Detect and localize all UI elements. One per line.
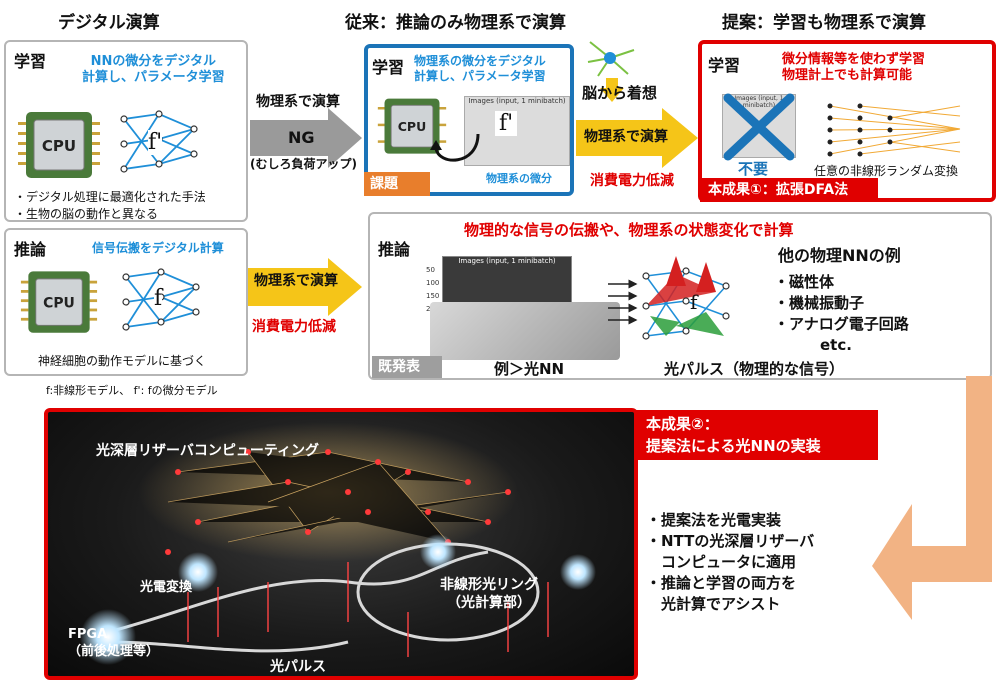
svg-text:CPU: CPU bbox=[42, 137, 76, 155]
digital-inference-desc: 信号伝搬をデジタル計算 bbox=[92, 241, 224, 255]
f-prime-symbol: f' bbox=[148, 130, 163, 155]
cpu-icon: CPU bbox=[377, 98, 447, 154]
right-bullet: 光計算でアシスト bbox=[646, 595, 781, 613]
result2-tag: 本成果②： 提案法による光NNの実装 bbox=[636, 410, 878, 460]
result2-line1: 本成果②： bbox=[646, 415, 719, 433]
f-symbol: f bbox=[690, 290, 698, 314]
digital-learning-bullet-1: ・デジタル処理に最適化された手法 bbox=[14, 190, 206, 204]
other-nn-item: etc. bbox=[820, 336, 852, 354]
header-conventional: 従来：推論のみ物理系で演算 bbox=[345, 13, 566, 33]
plot-title: Images (input, 1 minibatch) bbox=[458, 257, 556, 265]
oe-conversion-label: 光電変換 bbox=[140, 580, 193, 595]
cross-icon bbox=[723, 93, 795, 161]
digital-learning-bullet-2: ・生物の脳の動作と異なる bbox=[14, 207, 159, 221]
inference-panel: 推論 物理的な信号の伝搬や、物理系の状態変化で計算 Images (input,… bbox=[368, 212, 992, 380]
physical-derivative-label: 物理系の微分 bbox=[486, 172, 552, 185]
random-transform-icon bbox=[827, 103, 961, 157]
ng-arrow bbox=[250, 108, 362, 168]
y-tick: 150 bbox=[426, 292, 440, 300]
fpga-label-2: （前後処理等） bbox=[68, 644, 160, 659]
header-proposal: 提案：学習も物理系で演算 bbox=[722, 13, 926, 33]
right-bullet: ・提案法を光電実装 bbox=[646, 511, 782, 529]
digital-learning-box: 学習 NNの微分をデジタル 計算し、パラメータ学習 CPU f' ・デジタル処理… bbox=[4, 40, 248, 222]
inference-arrow bbox=[248, 258, 362, 316]
other-nn-title: 他の物理NNの例 bbox=[778, 246, 901, 265]
fpga-label-1: FPGA bbox=[68, 627, 108, 642]
header-digital: デジタル演算 bbox=[58, 13, 160, 33]
svg-text:CPU: CPU bbox=[43, 296, 75, 312]
neuron-icon bbox=[587, 41, 635, 77]
inference-arrow-top: 物理系で演算 bbox=[254, 273, 338, 289]
reservoir-label: 光深層リザーバコンピューティング bbox=[96, 443, 320, 459]
digital-inference-box: 推論 信号伝搬をデジタル計算 CPU f 神経細胞の動作モデルに基づく bbox=[4, 228, 248, 376]
neural-network-icon bbox=[122, 268, 200, 331]
f-symbol: f bbox=[154, 286, 163, 311]
optical-network-icon bbox=[608, 256, 730, 340]
other-nn-item: ・磁性体 bbox=[774, 273, 835, 291]
brain-arrow-bottom: 消費電力低減 bbox=[590, 173, 674, 189]
f-prime-symbol: f' bbox=[495, 111, 518, 136]
optical-pulse-label: 光パルス（物理的な信号） bbox=[664, 360, 845, 378]
other-nn-list: ・磁性体 ・機械振動子 ・アナログ電子回路 etc. bbox=[774, 272, 909, 356]
conventional-learning-box: 学習 物理系の微分をデジタル 計算し、パラメータ学習 CPU Images (i… bbox=[364, 44, 574, 196]
digital-learning-label: 学習 bbox=[14, 52, 47, 71]
digital-learning-desc-2: 計算し、パラメータ学習 bbox=[82, 70, 225, 85]
result2-line2: 提案法による光NNの実装 bbox=[646, 437, 821, 455]
brain-arrow-top: 物理系で演算 bbox=[584, 129, 668, 145]
conventional-learning-desc-2: 計算し、パラメータ学習 bbox=[414, 69, 546, 83]
ring-label: 非線形光リング （光計算部） bbox=[440, 576, 538, 612]
proposal-learning-desc: 微分情報等を使わず学習 物理計上でも計算可能 bbox=[782, 52, 925, 84]
issue-tag: 課題 bbox=[364, 172, 430, 196]
right-bullet: ・推論と学習の両方を bbox=[646, 574, 797, 592]
cpu-icon: CPU bbox=[20, 271, 98, 333]
legend-note: f:非線形モデル、 f': fの微分モデル bbox=[46, 384, 218, 397]
conventional-learning-desc-1: 物理系の微分をデジタル bbox=[414, 54, 546, 68]
conventional-learning-label: 学習 bbox=[372, 58, 405, 77]
existing-tag: 既発表 bbox=[372, 356, 442, 378]
result1-tag: 本成果①：拡張DFA法 bbox=[700, 178, 878, 202]
digital-learning-desc-1: NNの微分をデジタル bbox=[90, 54, 217, 69]
right-bullets: ・提案法を光電実装 ・NTTの光深層リザーバ コンピュータに適用 ・推論と学習の… bbox=[646, 510, 814, 615]
conventional-learning-desc: 物理系の微分をデジタル 計算し、パラメータ学習 bbox=[414, 54, 546, 84]
proposal-learning-desc-1: 微分情報等を使わず学習 bbox=[782, 52, 926, 67]
photo-panel: 光深層リザーバコンピューティング 光電変換 非線形光リング （光計算部） FPG… bbox=[44, 408, 638, 680]
brain-inspired-label: 脳から着想 bbox=[582, 84, 658, 102]
right-bullet: コンピュータに適用 bbox=[646, 553, 797, 571]
digital-inference-note: 神経細胞の動作モデルに基づく bbox=[38, 354, 207, 368]
cpu-icon: CPU bbox=[18, 112, 100, 178]
down-arrow-icon bbox=[600, 78, 624, 102]
ring-label-1: 非線形光リング bbox=[440, 577, 538, 593]
random-transform-label: 任意の非線形ランダム変換 bbox=[814, 164, 959, 178]
inference-panel-title: 物理的な信号の伝搬や、物理系の状態変化で計算 bbox=[464, 221, 794, 239]
plot-title: Images (input, 1 minibatch) bbox=[468, 97, 566, 105]
optical-device-image bbox=[430, 302, 620, 360]
digital-inference-label: 推論 bbox=[14, 240, 47, 259]
implementation-arrow bbox=[872, 376, 992, 620]
digital-learning-desc: NNの微分をデジタル 計算し、パラメータ学習 bbox=[82, 54, 225, 86]
proposal-learning-box: 学習 微分情報等を使わず学習 物理計上でも計算可能 Images (input,… bbox=[698, 40, 996, 202]
other-nn-item: ・アナログ電子回路 bbox=[774, 315, 909, 333]
ng-sub: (むしろ負荷アップ) bbox=[250, 157, 357, 171]
reservoir-illustration bbox=[80, 422, 596, 665]
inference-arrow-bottom: 消費電力低減 bbox=[252, 319, 336, 335]
proposal-learning-label: 学習 bbox=[708, 56, 741, 75]
other-nn-item: ・機械振動子 bbox=[774, 294, 865, 312]
pulse-label: 光パルス bbox=[270, 659, 326, 675]
right-bullet: ・NTTの光深層リザーバ bbox=[646, 532, 815, 550]
optical-nn-example: 例＞光NN bbox=[494, 360, 565, 378]
brain-arrow bbox=[576, 108, 698, 168]
ring-label-2: （光計算部） bbox=[447, 595, 531, 611]
inference-panel-label: 推論 bbox=[378, 240, 411, 259]
physical-system-image: Images (input, 1 minibatch) f' bbox=[464, 96, 570, 166]
y-tick: 100 bbox=[426, 279, 440, 287]
svg-text:CPU: CPU bbox=[398, 119, 427, 134]
ng-label: NG bbox=[288, 128, 315, 147]
ng-arrow-top: 物理系で演算 bbox=[256, 94, 340, 110]
feedback-arrow-icon bbox=[430, 133, 480, 162]
y-tick: 50 bbox=[426, 266, 435, 274]
proposal-learning-desc-2: 物理計上でも計算可能 bbox=[782, 68, 913, 83]
fpga-label: FPGA （前後処理等） bbox=[68, 626, 159, 660]
plot-title: Images (input, 1 minibatch) bbox=[734, 95, 784, 109]
unneeded-label: 不要 bbox=[738, 160, 769, 178]
